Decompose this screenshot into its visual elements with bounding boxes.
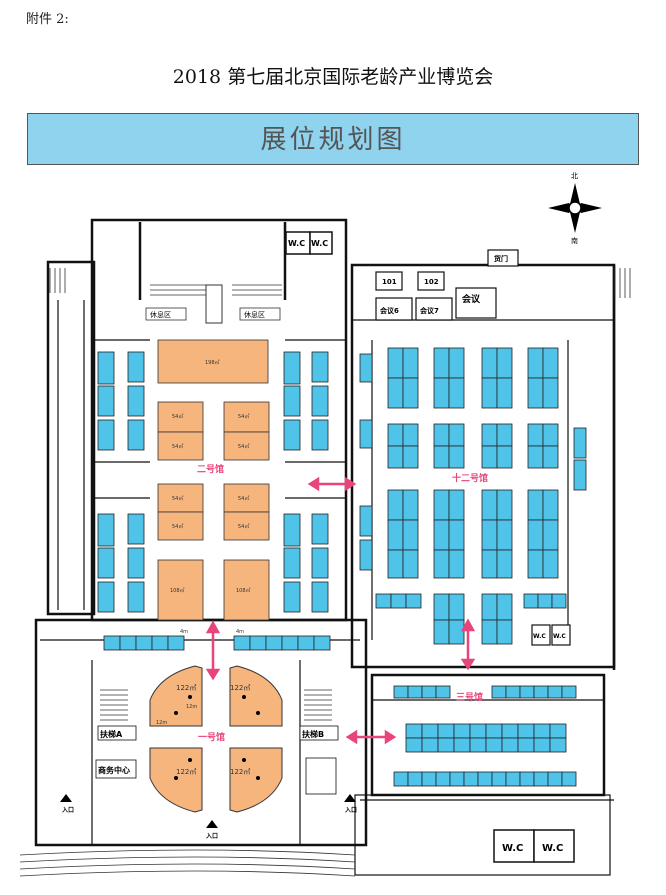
entrance-steps: [19, 849, 356, 877]
booth-label-122: 122㎡: [176, 684, 196, 692]
hall12-rooms: [375, 249, 519, 321]
rest-areas: 休息区 休息区: [145, 284, 281, 324]
booth-label-108: 108㎡: [170, 587, 185, 594]
booth-label-54: 54㎡: [238, 523, 249, 530]
booth-label-198: 198㎡: [205, 359, 220, 366]
wc-hall12: W.C W.C: [531, 624, 571, 646]
hall2-blue-booths: [97, 351, 329, 613]
business-center-label: 商务中心: [98, 765, 130, 775]
booth-label-54: 54㎡: [238, 443, 249, 450]
stair-a-label: 扶梯A: [100, 729, 123, 739]
compass-north: 北: [571, 172, 578, 180]
meeting-room-7: 会议7: [420, 306, 439, 315]
banner-title: 展位规划图: [260, 125, 406, 155]
booth-label-108: 108㎡: [236, 587, 251, 594]
stairs: [49, 268, 631, 721]
meeting-room: 会议: [462, 293, 481, 305]
wc-label: W.C: [553, 633, 566, 640]
hall12-label: 十二号馆: [452, 472, 488, 484]
banner: 展位规划图: [27, 113, 639, 165]
meeting-room-6: 会议6: [380, 306, 399, 315]
dimension-12m: 12m: [156, 720, 167, 726]
wc-label: W.C: [533, 633, 546, 640]
hall3-label: 三号馆: [456, 691, 483, 703]
hall3-blue-booths: [393, 685, 577, 787]
building-walls: [34, 218, 616, 847]
wc-label: W.C: [502, 843, 523, 854]
booth-label-54: 54㎡: [238, 413, 249, 420]
page-title: 2018 第七届北京国际老龄产业博览会: [172, 66, 494, 88]
wc-bottom: W.C W.C: [493, 829, 575, 863]
booth-label-122: 122㎡: [230, 768, 250, 776]
wc-top: W.C W.C: [285, 231, 333, 255]
hall1-blue-booths: [103, 635, 331, 651]
hall1-label: 一号馆: [198, 731, 225, 743]
entrance-label: 入口: [61, 807, 74, 814]
attachment-label: 附件 2:: [26, 12, 69, 27]
rest-area-label: 休息区: [244, 310, 265, 319]
hall2-orange-booths: [157, 339, 270, 621]
wc-label: W.C: [288, 239, 305, 248]
booth-label-54: 54㎡: [172, 495, 183, 502]
wc-label: W.C: [542, 843, 563, 854]
hall12-blue-booths: [359, 347, 587, 645]
booth-label-122: 122㎡: [230, 684, 250, 692]
booth-label-54: 54㎡: [172, 523, 183, 530]
dimension-12m: 12m: [186, 704, 197, 710]
booth-label-54: 54㎡: [238, 495, 249, 502]
freight-door: 货门: [493, 254, 508, 263]
aisle-4m: 4m: [180, 629, 188, 635]
compass-south: 南: [571, 236, 578, 245]
entrance-label: 入口: [344, 807, 357, 814]
room-102: 102: [424, 278, 439, 286]
wc-label: W.C: [311, 239, 328, 248]
room-101: 101: [382, 278, 397, 286]
booth-label-54: 54㎡: [172, 443, 183, 450]
stair-b-label: 扶梯B: [302, 729, 324, 739]
entrance-label: 入口: [205, 833, 218, 840]
booth-label-54: 54㎡: [172, 413, 183, 420]
hall2-label: 二号馆: [197, 463, 224, 475]
aisle-4m: 4m: [236, 629, 244, 635]
compass-icon: 北 南: [548, 172, 602, 245]
hall1-facilities: 扶梯A 扶梯B 商务中心: [95, 725, 339, 795]
connector-arrows: [205, 476, 476, 745]
rest-area-label: 休息区: [150, 310, 171, 319]
booth-label-122: 122㎡: [176, 768, 196, 776]
